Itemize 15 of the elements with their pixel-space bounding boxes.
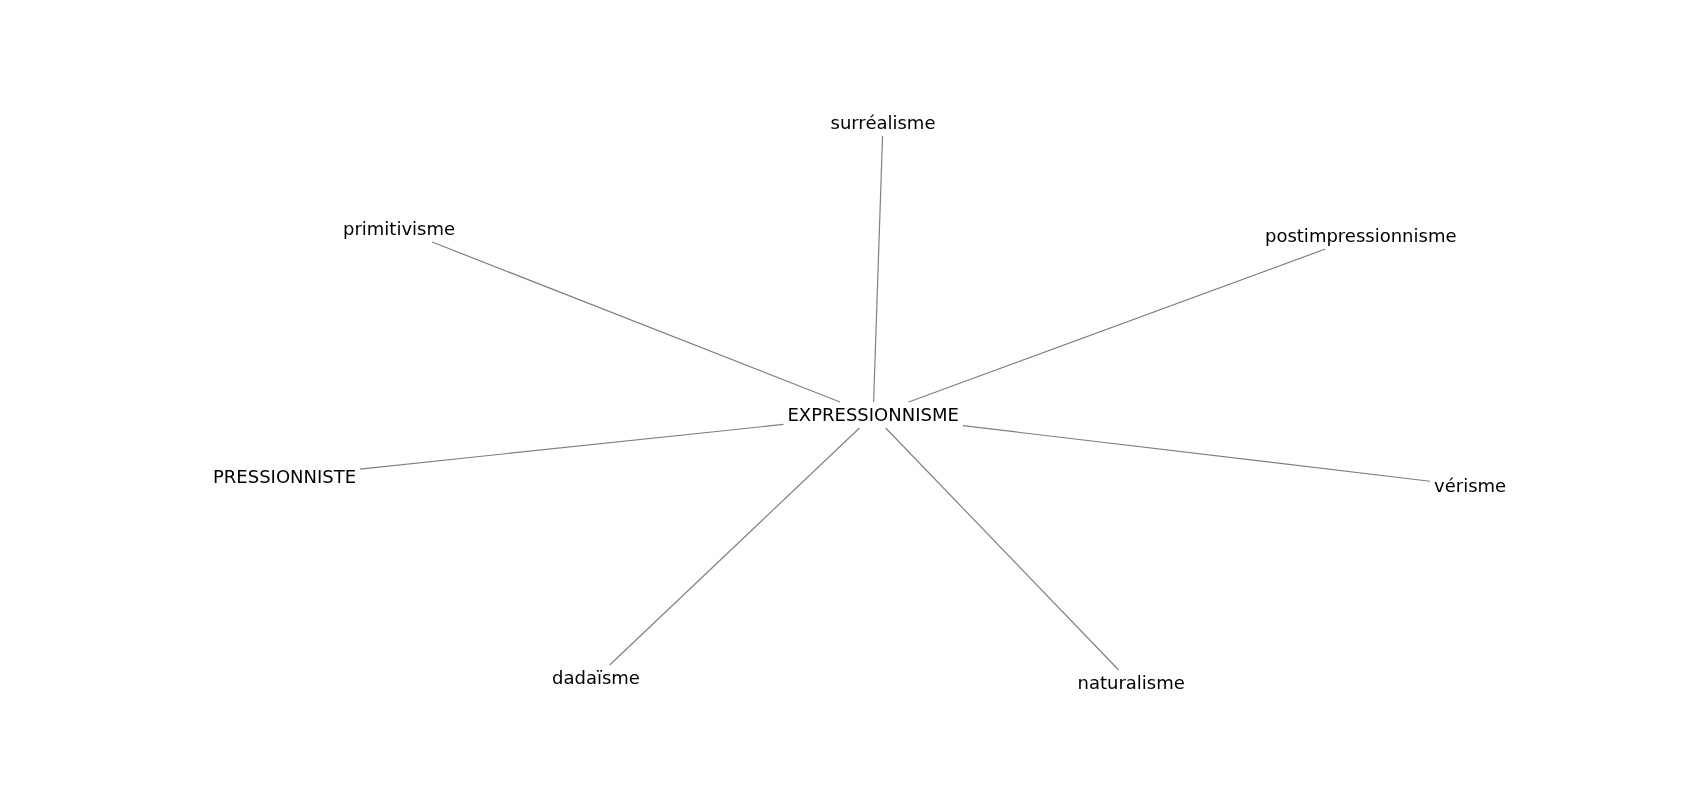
term-label: postimpressionnisme [1263,225,1459,247]
connector-line [431,241,841,403]
term-label: dadaïsme [550,667,642,689]
term-label: surréalisme [828,112,938,134]
connector-line [962,425,1431,482]
term-label: PRESSIONNISTE [211,466,359,488]
connector-line [873,135,884,403]
term-label: vérisme [1432,475,1509,497]
connector-line [908,248,1326,403]
term-label: primitivisme [341,218,458,240]
connector-line [885,427,1120,671]
term-label: naturalisme [1075,672,1187,694]
central-term-label: EXPRESSIONNISME [785,404,961,426]
connector-line [359,423,785,470]
connector-line [609,427,861,666]
